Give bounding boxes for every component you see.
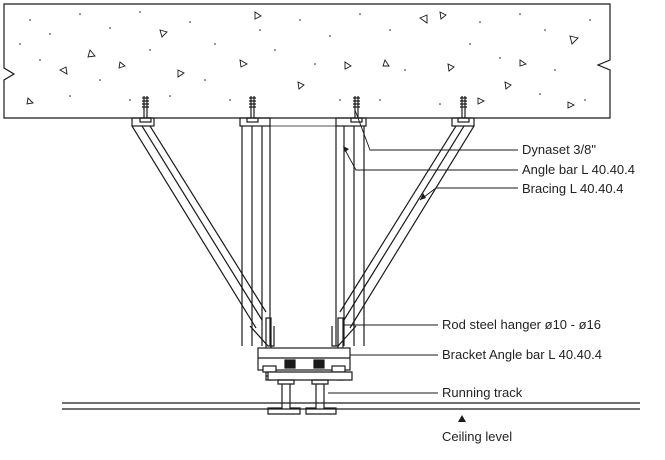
- dynaset-anchors: [139, 96, 470, 123]
- leader-lines: [328, 109, 518, 394]
- top-plates: [131, 117, 475, 127]
- bracing-left: [131, 125, 267, 329]
- concrete-aggregate: [26, 11, 579, 109]
- label-ceiling-level: Ceiling level: [442, 429, 512, 444]
- concrete-slab: [3, 3, 611, 119]
- label-running-track: Running track: [442, 385, 523, 400]
- label-rod-hanger: Rod steel hanger ø10 - ø16: [442, 317, 601, 332]
- bracing-right: [339, 125, 475, 329]
- ceiling: [62, 402, 640, 410]
- vertical-angle-bars: [241, 125, 365, 346]
- concrete-dots: [19, 11, 591, 105]
- label-bracket: Bracket Angle bar L 40.40.4: [442, 347, 602, 362]
- label-angle-bar: Angle bar L 40.40.4: [522, 162, 635, 177]
- bracket-angle-bar: [257, 347, 351, 373]
- leader-arrowheads: [343, 146, 426, 200]
- dynaset-anchor: [457, 96, 470, 123]
- label-bracing: Bracing L 40.40.4: [522, 181, 623, 196]
- dynaset-anchor: [246, 96, 259, 123]
- running-track: [267, 371, 353, 415]
- dynaset-anchor: [350, 96, 363, 123]
- ceiling-level-marker: [458, 415, 466, 422]
- label-dynaset: Dynaset 3/8": [522, 142, 596, 157]
